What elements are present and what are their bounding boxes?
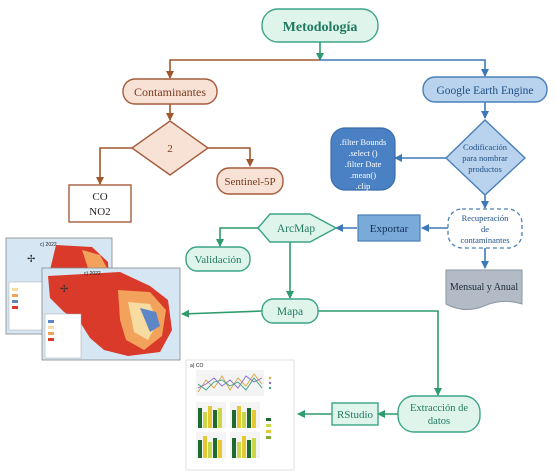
co-no2-node: CO NO2 — [68, 184, 132, 223]
mapa-label: Mapa — [277, 306, 303, 318]
arrow-decision-sentinel — [208, 147, 254, 167]
chart-thumbnail: a) CO — [185, 359, 295, 471]
no2-label: NO2 — [89, 206, 110, 218]
arrow-arcmap-validacion — [216, 227, 258, 247]
arrow-split-contaminantes — [166, 59, 320, 79]
extraccion-line-1: datos — [428, 416, 450, 427]
filter-line-1: .select () — [348, 148, 377, 158]
filter-line-4: .clip — [356, 181, 371, 191]
extraccion-node: Extracción de datos — [397, 395, 481, 433]
chart-thumb-bars — [198, 406, 256, 458]
recuperacion-line-1: de — [481, 224, 489, 234]
contaminantes-node: Contaminantes — [122, 78, 218, 105]
sentinel-node: Sentinel-5P — [216, 167, 284, 195]
map-b-title: c) 2022 — [84, 271, 101, 277]
map-thumbnail-front: c) 2022 ✢ — [41, 267, 181, 361]
connectors — [96, 42, 489, 418]
compass-icon-b: ✢ — [60, 284, 68, 295]
chart-thumb-title: a) CO — [190, 363, 203, 369]
mapa-node: Mapa — [261, 298, 319, 324]
filter-line-0: .filter Bounds — [340, 137, 387, 147]
contaminantes-label: Contaminantes — [134, 85, 206, 99]
extraccion-line-0: Extracción de — [410, 403, 468, 414]
recuperacion-line-0: Recuperación — [462, 213, 509, 223]
title-text: Metodología — [283, 20, 358, 35]
validacion-label: Validación — [194, 254, 242, 266]
filter-line-2: .filter Date — [345, 159, 382, 169]
arrow-split-gee — [320, 59, 489, 77]
sentinel-label: Sentinel-5P — [224, 176, 275, 188]
exportar-node: Exportar — [357, 214, 421, 242]
exportar-label: Exportar — [370, 223, 409, 235]
decision-diamond: 2 — [130, 120, 210, 176]
gee-node: Google Earth Engine — [422, 76, 548, 103]
filters-node: .filter Bounds .select () .filter Date .… — [330, 127, 396, 191]
co-label: CO — [92, 191, 107, 203]
recuperacion-node: Recuperación de contaminantes — [447, 208, 523, 249]
codificacion-line-1: para nombrar — [462, 153, 508, 163]
rstudio-label: RStudio — [337, 409, 374, 421]
map-a-title: c) 2022 — [40, 242, 57, 248]
title-node: Metodología — [261, 8, 379, 43]
arcmap-node: ArcMap — [257, 213, 338, 243]
arcmap-label: ArcMap — [277, 223, 316, 235]
arrow-decision-co — [96, 147, 132, 185]
rstudio-node: RStudio — [331, 402, 379, 426]
mensual-node: Mensual y Anual — [445, 269, 523, 310]
mensual-label: Mensual y Anual — [450, 282, 519, 293]
codificacion-line-0: Codificación — [463, 142, 508, 152]
recuperacion-line-2: contaminantes — [460, 235, 509, 245]
filter-line-3: .mean() — [350, 170, 376, 180]
codificacion-line-2: productos — [468, 164, 502, 174]
validacion-node: Validación — [185, 246, 251, 272]
gee-label: Google Earth Engine — [436, 85, 533, 97]
arrow-mapa-extraccion — [318, 310, 442, 396]
compass-icon-a: ✢ — [27, 254, 35, 265]
decision-label: 2 — [167, 143, 173, 155]
arrow-mapa-maps — [181, 309, 263, 318]
codificacion-diamond: Codificación para nombrar productos — [444, 119, 527, 196]
